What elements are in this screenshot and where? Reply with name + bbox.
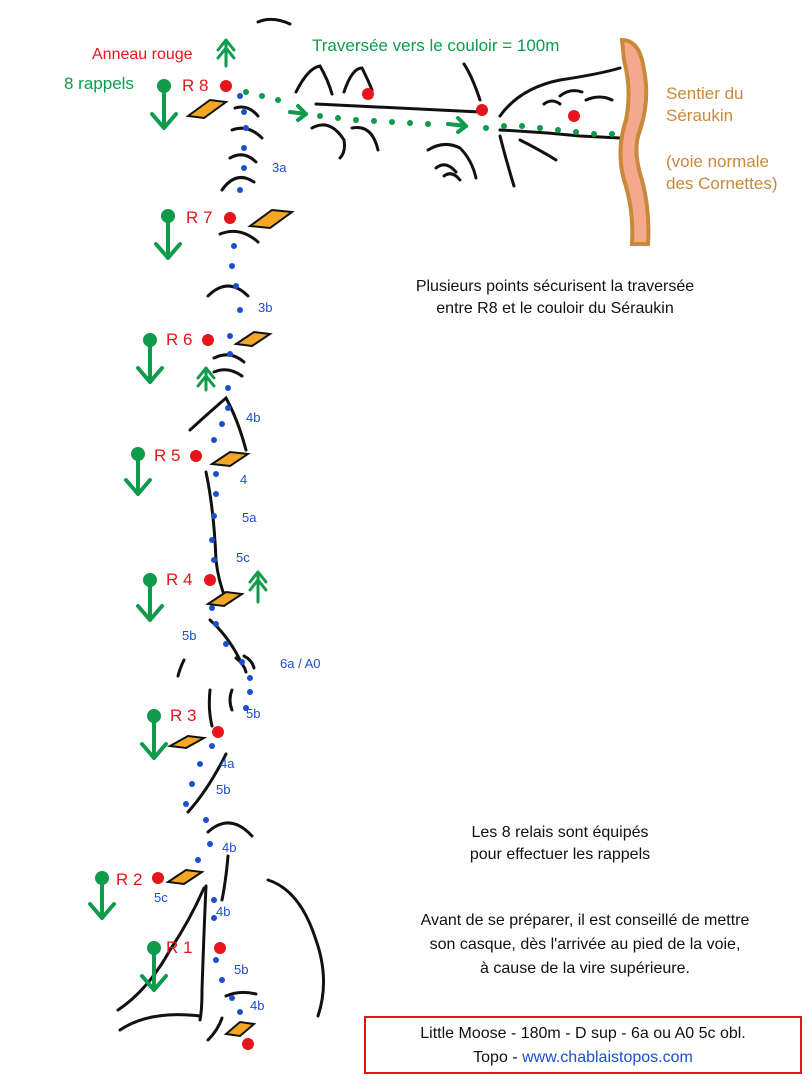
traverse-label: Traversée vers le couloir = 100m <box>312 36 560 55</box>
relais-note-line1: Les 8 relais sont équipés <box>471 824 649 841</box>
casque-note-line1: Avant de se préparer, il est conseillé d… <box>420 912 750 929</box>
relay-label-r6: R 6 <box>166 330 193 349</box>
grade-label: 4b <box>246 410 261 425</box>
relay-label-r5: R 5 <box>154 446 181 465</box>
casque-note-line2: son casque, dès l'arrivée au pied de la … <box>429 936 741 953</box>
relay-label-r1: R 1 <box>166 938 193 957</box>
rappel-plates <box>165 98 295 1038</box>
sentier-label-line1: Sentier du <box>666 84 744 103</box>
traverse-note-line1: Plusieurs points sécurisent la traversée <box>415 278 695 295</box>
relay-label-r2: R 2 <box>116 870 143 889</box>
rock-outlines <box>116 17 622 1042</box>
voie-label-line2: des Cornettes) <box>666 174 778 193</box>
relay-dots <box>152 80 580 1050</box>
relais-note-line2: pour effectuer les rappels <box>469 846 651 863</box>
route-info-box: Little Moose - 180m - D sup - 6a ou A0 5… <box>364 1016 802 1074</box>
traverse-dots <box>243 89 615 137</box>
relay-label-r4: R 4 <box>166 570 193 589</box>
voie-label-line1: (voie normale <box>666 152 769 171</box>
grade-label: 5b <box>234 962 249 977</box>
grade-label: 6a / A0 <box>280 656 321 671</box>
grade-label: 5b <box>246 706 261 721</box>
topo-credit: Topo - www.chablaistopos.com <box>366 1046 800 1070</box>
grade-label: 5b <box>182 628 197 643</box>
relay-label-r8: R 8 <box>182 76 209 95</box>
grade-label: 5b <box>216 782 231 797</box>
grade-label: 3b <box>258 300 273 315</box>
trail-seraukin <box>618 37 651 246</box>
route-summary: Little Moose - 180m - D sup - 6a ou A0 5… <box>420 1025 746 1042</box>
grade-label: 4b <box>250 998 265 1013</box>
traverse-note-line2: entre R8 et le couloir du Séraukin <box>436 300 674 317</box>
grade-label: 5a <box>242 510 257 525</box>
rappels-count-label: 8 rappels <box>64 74 134 93</box>
relay-label-r7: R 7 <box>186 208 213 227</box>
rappel-arrows <box>88 79 182 992</box>
relay-label-r3: R 3 <box>170 706 197 725</box>
grade-label: 4 <box>240 472 248 487</box>
grade-label: 3a <box>272 160 287 175</box>
grade-label: 5c <box>236 550 250 565</box>
up-arrows <box>196 38 268 604</box>
sentier-label-line2: Séraukin <box>666 106 734 125</box>
topo-prefix: Topo - <box>473 1049 523 1066</box>
grade-label: 4b <box>222 840 237 855</box>
topo-link[interactable]: www.chablaistopos.com <box>522 1049 693 1066</box>
traverse-arrows <box>288 104 468 134</box>
grade-label: 4a <box>220 756 235 771</box>
grade-label: 5c <box>154 890 168 905</box>
anneau-rouge-label: Anneau rouge <box>92 46 193 63</box>
grade-label: 4b <box>216 904 231 919</box>
casque-note-line3: à cause de la vire supérieure. <box>480 960 690 977</box>
